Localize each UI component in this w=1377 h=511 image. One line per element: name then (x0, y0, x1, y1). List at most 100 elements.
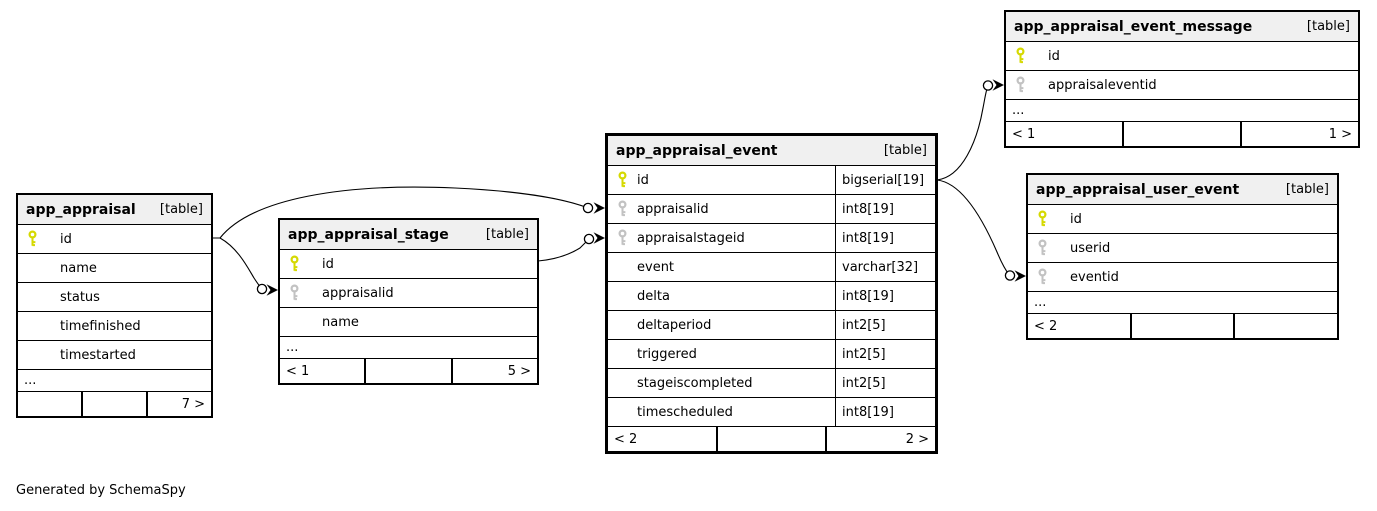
column-name: deltaperiod (637, 317, 712, 333)
table-app-appraisal-event-message[interactable]: app_appraisal_event_message [table] id a… (1004, 10, 1360, 148)
column-type: int8[19] (835, 195, 935, 223)
column-name: name (60, 260, 97, 276)
column-type: varchar[32] (835, 253, 935, 281)
relationship-line (936, 179, 1011, 277)
foreign-key-icon (617, 229, 628, 247)
column-row: deltaperiod int2[5] (608, 311, 935, 340)
column-row: id (1006, 42, 1358, 71)
column-name: id (60, 231, 72, 247)
column-row: event varchar[32] (608, 253, 935, 282)
column-type: int8[19] (835, 224, 935, 252)
table-app-appraisal-event[interactable]: app_appraisal_event [table] id bigserial… (605, 133, 938, 454)
column-name: appraisalid (322, 285, 394, 301)
footer-spacer (1122, 122, 1242, 146)
table-app-appraisal-user-event[interactable]: app_appraisal_user_event [table] id user… (1026, 173, 1339, 340)
generated-by-caption: Generated by SchemaSpy (16, 483, 186, 498)
column-row: name (18, 254, 211, 283)
column-row: eventid (1028, 263, 1337, 292)
foreign-key-icon (1037, 268, 1048, 286)
column-row: name (280, 308, 537, 337)
primary-key-icon (1037, 210, 1048, 228)
table-tag: [table] (485, 227, 529, 242)
relationship-line (213, 186, 589, 239)
column-name: stageiscompleted (637, 375, 753, 391)
table-footer: < 2 2 > (608, 427, 935, 451)
footer-parents-count: < 2 (1034, 318, 1058, 334)
footer-spacer (81, 392, 148, 416)
footer-parents-count: < 1 (286, 363, 310, 379)
column-row: delta int8[19] (608, 282, 935, 311)
column-type: bigserial[19] (835, 166, 935, 194)
column-row: appraisaleventid (1006, 71, 1358, 100)
ellipsis-row: ... (1006, 100, 1358, 122)
primary-key-icon (289, 255, 300, 273)
column-name: id (1070, 211, 1082, 227)
table-header: app_appraisal_event_message [table] (1006, 12, 1358, 42)
table-title[interactable]: app_appraisal_stage (288, 226, 449, 243)
footer-children-count: 7 > (181, 396, 205, 412)
column-name: triggered (637, 346, 697, 362)
column-name: status (60, 289, 100, 305)
table-header: app_appraisal_stage [table] (280, 220, 537, 250)
table-tag: [table] (1306, 19, 1350, 34)
column-row: appraisalid (280, 279, 537, 308)
column-type: int2[5] (835, 340, 935, 368)
footer-spacer (715, 427, 828, 451)
zero-or-one-marker-icon (582, 202, 594, 214)
column-name: delta (637, 288, 670, 304)
column-name: timestarted (60, 347, 136, 363)
table-footer: 7 > (18, 392, 211, 416)
column-row: stageiscompleted int2[5] (608, 369, 935, 398)
relationship-line (936, 85, 989, 181)
column-row: timescheduled int8[19] (608, 398, 935, 427)
primary-key-icon (1015, 47, 1026, 65)
arrowhead-icon (266, 284, 278, 296)
table-title[interactable]: app_appraisal_event (616, 142, 778, 159)
table-app-appraisal[interactable]: app_appraisal [table] id name status tim… (16, 193, 213, 418)
column-type: int2[5] (835, 369, 935, 397)
table-title[interactable]: app_appraisal_user_event (1036, 181, 1240, 198)
column-row: id (18, 225, 211, 254)
column-type: int8[19] (835, 282, 935, 310)
table-tag: [table] (883, 143, 927, 158)
column-type: int2[5] (835, 311, 935, 339)
table-footer: < 1 1 > (1006, 122, 1358, 146)
arrowhead-icon (992, 79, 1004, 91)
table-title[interactable]: app_appraisal (26, 201, 136, 218)
column-name: appraisaleventid (1048, 77, 1157, 93)
column-row: id (1028, 205, 1337, 234)
table-footer: < 1 5 > (280, 359, 537, 383)
column-name: name (322, 314, 359, 330)
column-name: id (637, 172, 649, 188)
ellipsis-row: ... (280, 337, 537, 359)
table-app-appraisal-stage[interactable]: app_appraisal_stage [table] id appraisal… (278, 218, 539, 385)
footer-children-count: 5 > (507, 363, 531, 379)
column-name: appraisalstageid (637, 230, 745, 246)
column-row: id (280, 250, 537, 279)
column-name: timescheduled (637, 404, 733, 420)
column-row: triggered int2[5] (608, 340, 935, 369)
zero-or-one-marker-icon (1004, 270, 1016, 281)
column-type: int8[19] (835, 398, 935, 426)
table-title[interactable]: app_appraisal_event_message (1014, 18, 1253, 35)
zero-or-one-marker-icon (583, 233, 595, 245)
column-row: appraisalid int8[19] (608, 195, 935, 224)
relationship-line (537, 238, 590, 262)
column-name: userid (1070, 240, 1111, 256)
table-tag: [table] (159, 202, 203, 217)
footer-parents-count: < 2 (614, 431, 638, 447)
footer-children-count: 2 > (905, 431, 930, 447)
footer-children-count (1235, 314, 1337, 338)
footer-parents-count (18, 392, 81, 416)
table-tag: [table] (1285, 182, 1329, 197)
column-row: id bigserial[19] (608, 166, 935, 195)
footer-spacer (1129, 314, 1236, 338)
column-name: id (322, 256, 334, 272)
column-name: id (1048, 48, 1060, 64)
arrowhead-icon (1014, 270, 1026, 282)
table-header: app_appraisal_user_event [table] (1028, 175, 1337, 205)
table-header: app_appraisal [table] (18, 195, 211, 225)
ellipsis-row: ... (1028, 292, 1337, 314)
